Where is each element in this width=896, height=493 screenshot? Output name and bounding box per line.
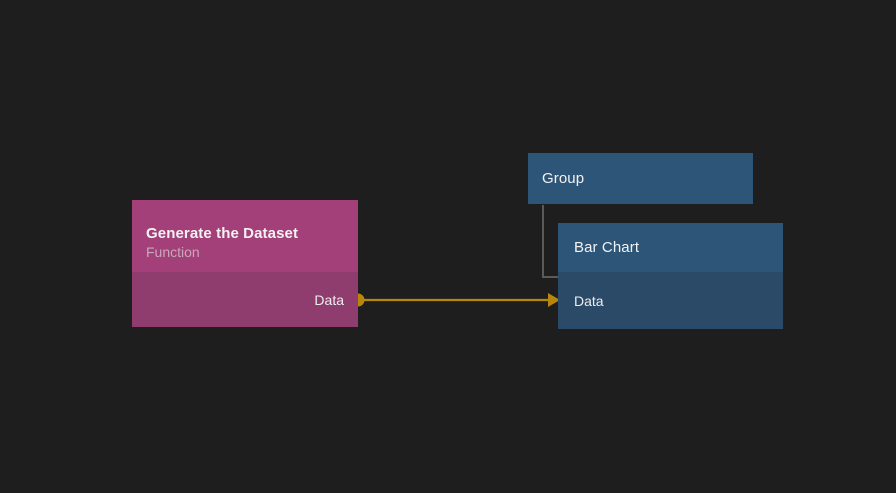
node-title: Group — [542, 170, 585, 187]
tree-connector-group-to-bar-chart — [542, 205, 558, 278]
edge-dataset-to-barchart[interactable] — [351, 293, 561, 307]
node-header[interactable]: Group — [528, 153, 753, 204]
node-group[interactable]: Group — [528, 153, 753, 204]
node-title: Generate the Dataset — [146, 224, 299, 242]
node-body[interactable]: Data — [558, 272, 783, 329]
node-bar-chart[interactable]: Bar Chart Data — [558, 223, 783, 329]
node-subtitle: Function — [146, 243, 200, 260]
node-generate-the-dataset[interactable]: Generate the Dataset Function Data — [132, 200, 358, 327]
node-body[interactable]: Data — [132, 272, 358, 327]
node-title: Bar Chart — [574, 239, 640, 256]
output-port-label: Data — [314, 292, 344, 308]
output-port-data[interactable]: Data — [132, 290, 358, 310]
input-port-data[interactable]: Data — [558, 291, 783, 311]
input-port-label: Data — [574, 293, 604, 309]
node-header[interactable]: Generate the Dataset Function — [132, 200, 358, 272]
node-header[interactable]: Bar Chart — [558, 223, 783, 272]
